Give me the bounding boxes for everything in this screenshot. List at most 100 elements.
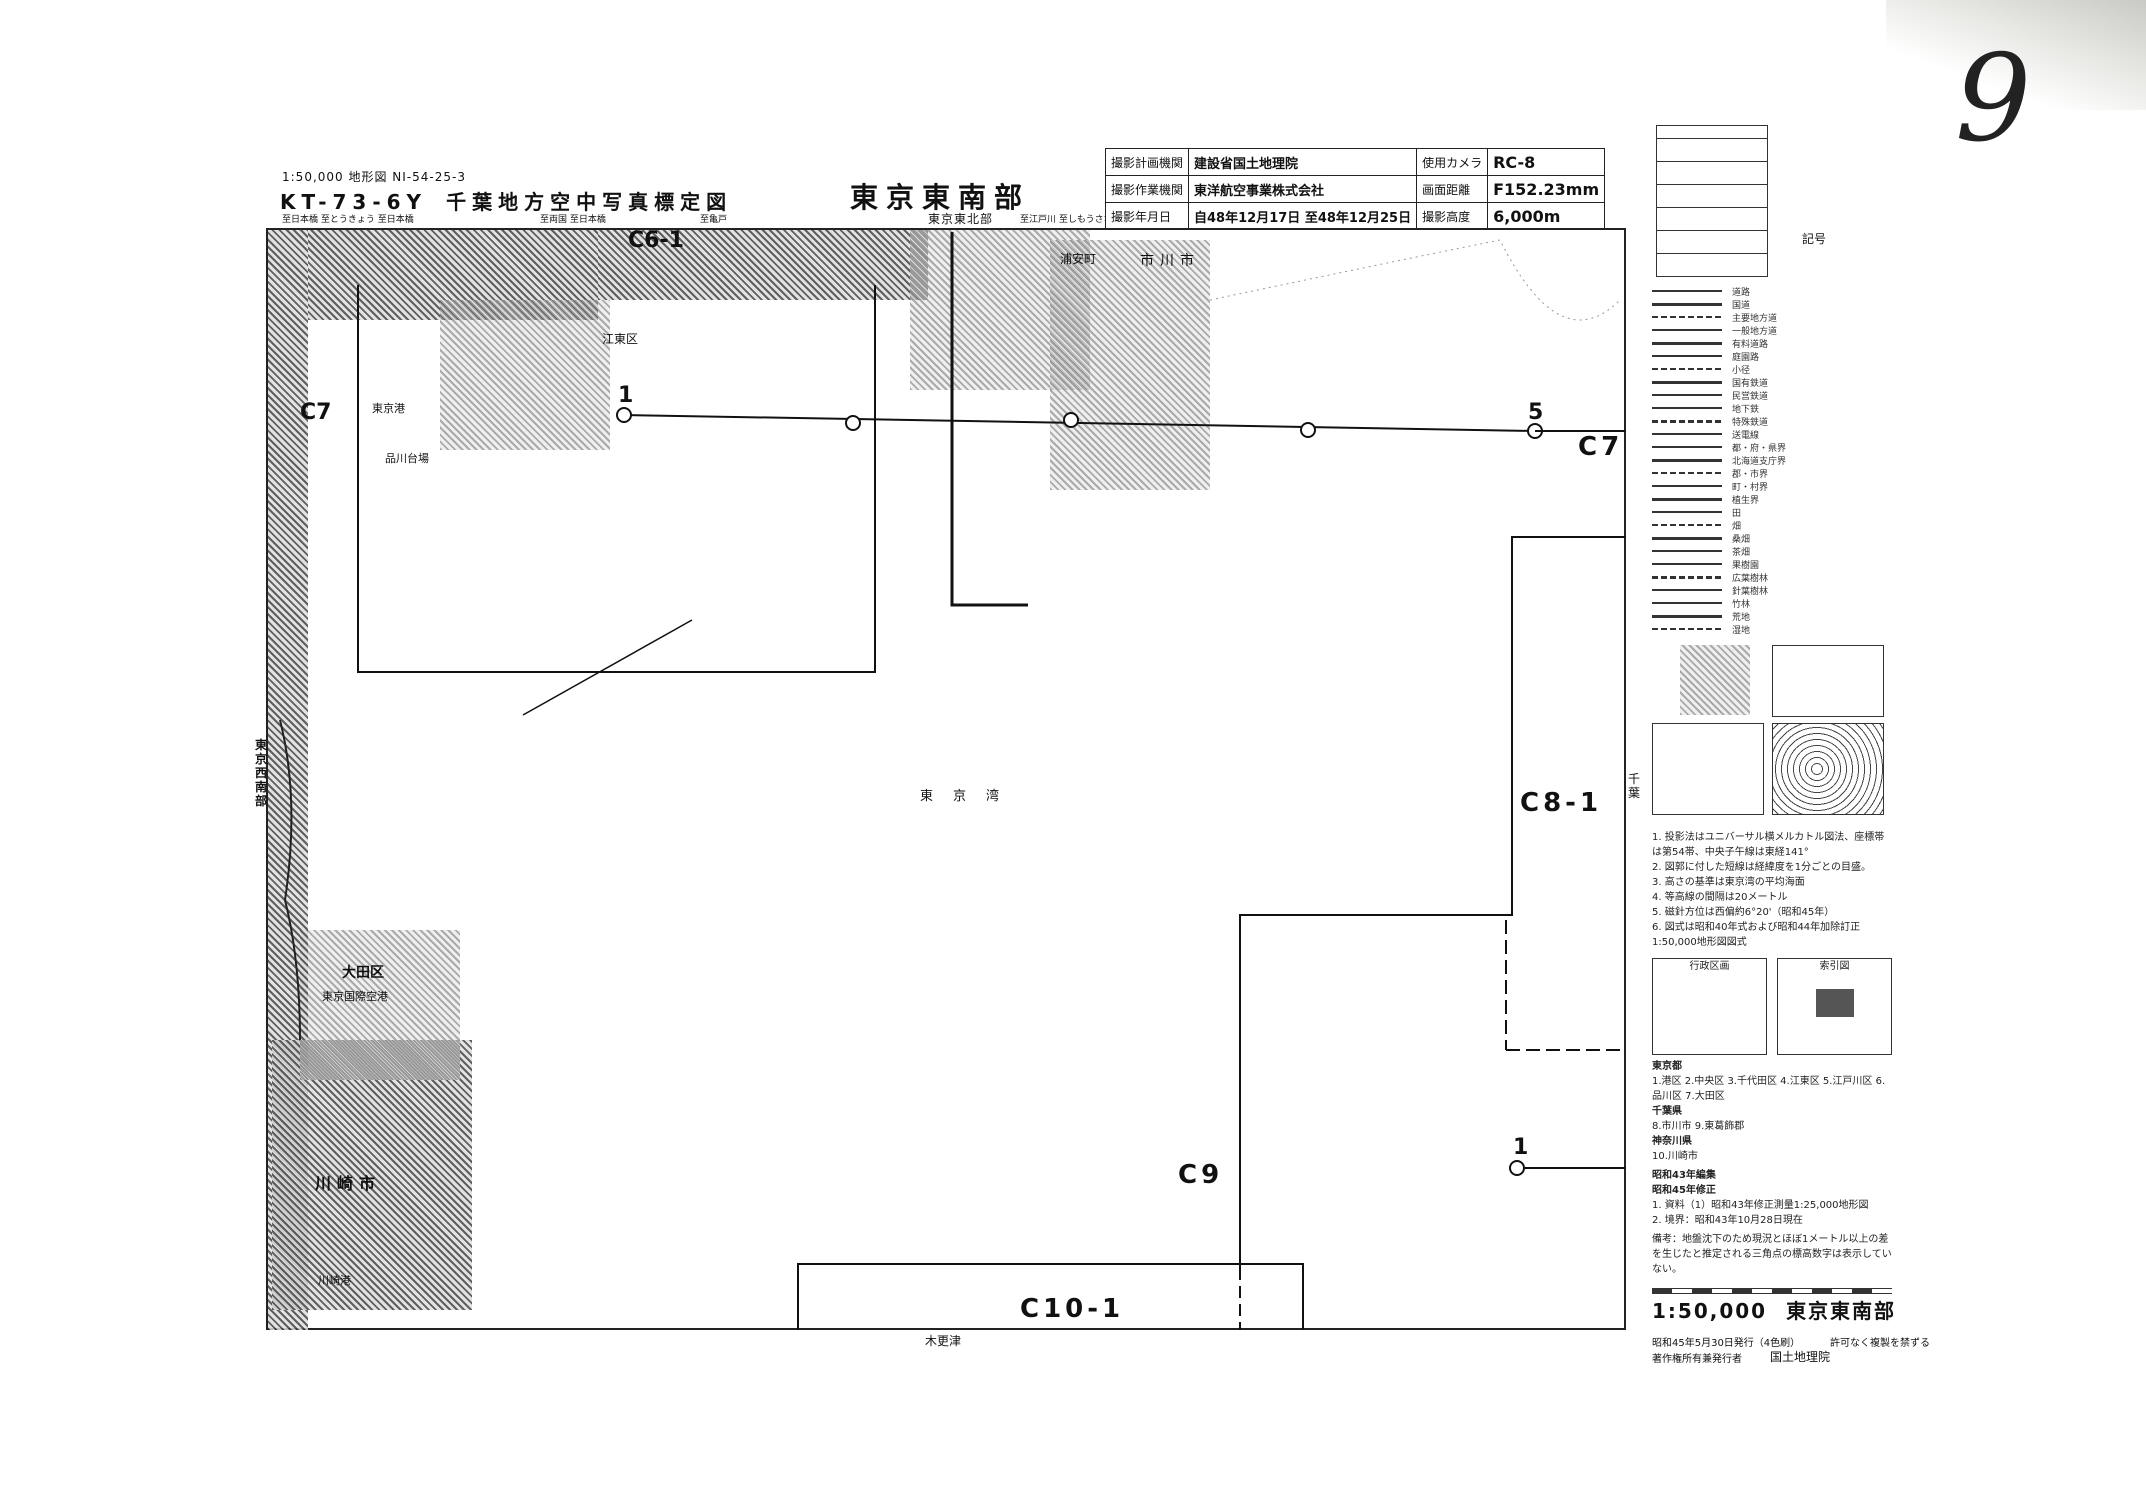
panel-title: 索引図 (1819, 961, 1850, 972)
footer-publisher: 国土地理院 (1770, 1350, 1831, 1364)
strip-c6-frame (357, 285, 876, 673)
legend-swatch (1652, 602, 1722, 604)
kawasaki-urban (272, 1040, 472, 1310)
legend-item-label: 茶畑 (1732, 548, 1751, 558)
sheet-index-panel: 索引図 (1777, 958, 1892, 1055)
legend-item-label: 畑 (1732, 522, 1742, 532)
strip-label: C6-1 (628, 228, 684, 253)
legend-swatch (1652, 433, 1722, 435)
admin-index-panel: 行政区画 (1652, 958, 1767, 1055)
sample-map-contour (1772, 723, 1884, 815)
strip-label: C9 (1178, 1160, 1224, 1190)
note-line: 2. 図郭に付した短線は経緯度を1分ごとの目盛。 (1652, 862, 1871, 873)
legend-item-label: 都・府・県界 (1732, 444, 1787, 454)
edition-label: 昭和43年編集 (1652, 1170, 1716, 1181)
footer-name: 東京東南部 (1786, 1299, 1897, 1323)
admin-heading: 千葉県 (1652, 1106, 1682, 1117)
legend-item-label: 郡・市界 (1732, 470, 1769, 480)
legend-item-label: 主要地方道 (1732, 314, 1778, 324)
legend-item: 小径 (1652, 363, 1750, 376)
info-row: 撮影計画機関 建設省国土地理院 使用カメラ RC-8 (1104, 148, 1606, 176)
port-district (440, 300, 610, 450)
strip-label: C7 (300, 400, 332, 425)
legend-item: 田 (1652, 506, 1741, 519)
place-label: 江東区 (602, 332, 639, 346)
legend-item-label: 果樹園 (1732, 561, 1760, 571)
legend-swatch (1652, 589, 1722, 591)
info-label: 撮影年月日 (1104, 202, 1190, 230)
info-value: 6,000m (1487, 202, 1606, 230)
legend-item: 北海道支庁界 (1652, 454, 1786, 467)
north-neighbor: 東京東北部 (928, 212, 994, 226)
legend-item-label: 地下鉄 (1732, 405, 1760, 415)
legend-item: 湿地 (1652, 623, 1750, 636)
footer-scale: 1:50,000 (1652, 1299, 1768, 1323)
info-label: 使用カメラ (1416, 148, 1489, 176)
legend-item: 国道 (1652, 298, 1750, 311)
flight-info-table: 撮影計画機関 建設省国土地理院 使用カメラ RC-8 撮影作業機関 東洋航空事業… (1104, 148, 1606, 230)
sheet-name: 東京東南部 (850, 181, 1031, 214)
legend-item-label: 町・村界 (1732, 483, 1769, 493)
index-panels: 行政区画 索引図 (1652, 958, 1892, 1055)
scale-bar (1652, 1288, 1892, 1294)
title-label: 千葉地方空中写真標定図 (446, 190, 733, 214)
info-value: 自48年12月17日 至48年12月25日 (1188, 202, 1418, 230)
info-value: RC-8 (1487, 148, 1606, 176)
note-line: 3. 高さの基準は東京湾の平均海面 (1652, 877, 1805, 888)
legend-sample-maps (1652, 645, 1892, 815)
note-line: 6. 図式は昭和40年式および昭和44年加除訂正1:50,000地形図図式 (1652, 922, 1861, 948)
haneda-airport (300, 930, 460, 1080)
strip-c10-frame (797, 1263, 1304, 1330)
reclaimed-land (1050, 240, 1210, 490)
legend-swatch (1652, 563, 1722, 565)
west-neighbor: 東京西南部 (255, 738, 268, 808)
legend-swatch (1652, 628, 1722, 630)
remark-note: 備考：地盤沈下のため現況とほぼ1メートル以上の差を生じたと推定される三角点の標高… (1652, 1234, 1892, 1275)
photo-number: 1 (1513, 1135, 1529, 1160)
legend-item-label: 小径 (1732, 366, 1751, 376)
legend-swatch (1652, 355, 1722, 357)
legend-item-label: 植生界 (1732, 496, 1760, 506)
legend-swatch (1652, 303, 1722, 306)
legend-item: 荒地 (1652, 610, 1750, 623)
legend-item: 桑畑 (1652, 532, 1750, 545)
legend-item-label: 広葉樹林 (1732, 574, 1769, 584)
legend-item: 特殊鉄道 (1652, 415, 1768, 428)
place-label: 大田区 (342, 965, 384, 981)
shoal-dots (1209, 239, 1621, 321)
legend-item-label: 北海道支庁界 (1732, 457, 1787, 467)
panel-title: 行政区画 (1689, 961, 1730, 972)
legend-item: 竹林 (1652, 597, 1750, 610)
legend-item-label: 庭園路 (1732, 353, 1760, 363)
legend-item-label: 道路 (1732, 288, 1751, 298)
strip-c7-line (623, 414, 1536, 432)
sub-header-right: 至亀戸 (700, 215, 728, 225)
place-label: 川崎港 (318, 1274, 351, 1287)
legend-swatch (1652, 472, 1722, 474)
legend-item-label: 送電線 (1732, 431, 1760, 441)
photo-point (616, 407, 632, 423)
legend-item: 都・府・県界 (1652, 441, 1786, 454)
code-label: KT-73-6Y (280, 190, 428, 214)
map-notes: 1. 投影法はユニバーサル横メルカトル図法、座標帯は第54帯、中央子午線は東経1… (1652, 830, 1892, 1277)
north-urban-center (598, 230, 928, 300)
legend-item: 庭園路 (1652, 350, 1759, 363)
info-value: F152.23mm (1487, 175, 1606, 203)
legend-item: 国有鉄道 (1652, 376, 1768, 389)
note-line: 5. 磁針方位は西偏約6°20'（昭和45年） (1652, 907, 1835, 918)
legend-swatch (1652, 446, 1722, 448)
photo-point (1063, 412, 1079, 428)
legend-item: 郡・市界 (1652, 467, 1768, 480)
legend-item-label: 国有鉄道 (1732, 379, 1769, 389)
legend-swatch (1652, 498, 1722, 501)
photo-point (1509, 1160, 1525, 1176)
legend-grid (1656, 125, 1768, 277)
legend-swatch (1652, 329, 1722, 331)
place-label: 浦安町 (1060, 252, 1097, 266)
legend-item: 広葉樹林 (1652, 571, 1768, 584)
admin-heading: 神奈川県 (1652, 1136, 1692, 1147)
legend-item-label: 桑畑 (1732, 535, 1751, 545)
northeast-district (910, 230, 1090, 390)
